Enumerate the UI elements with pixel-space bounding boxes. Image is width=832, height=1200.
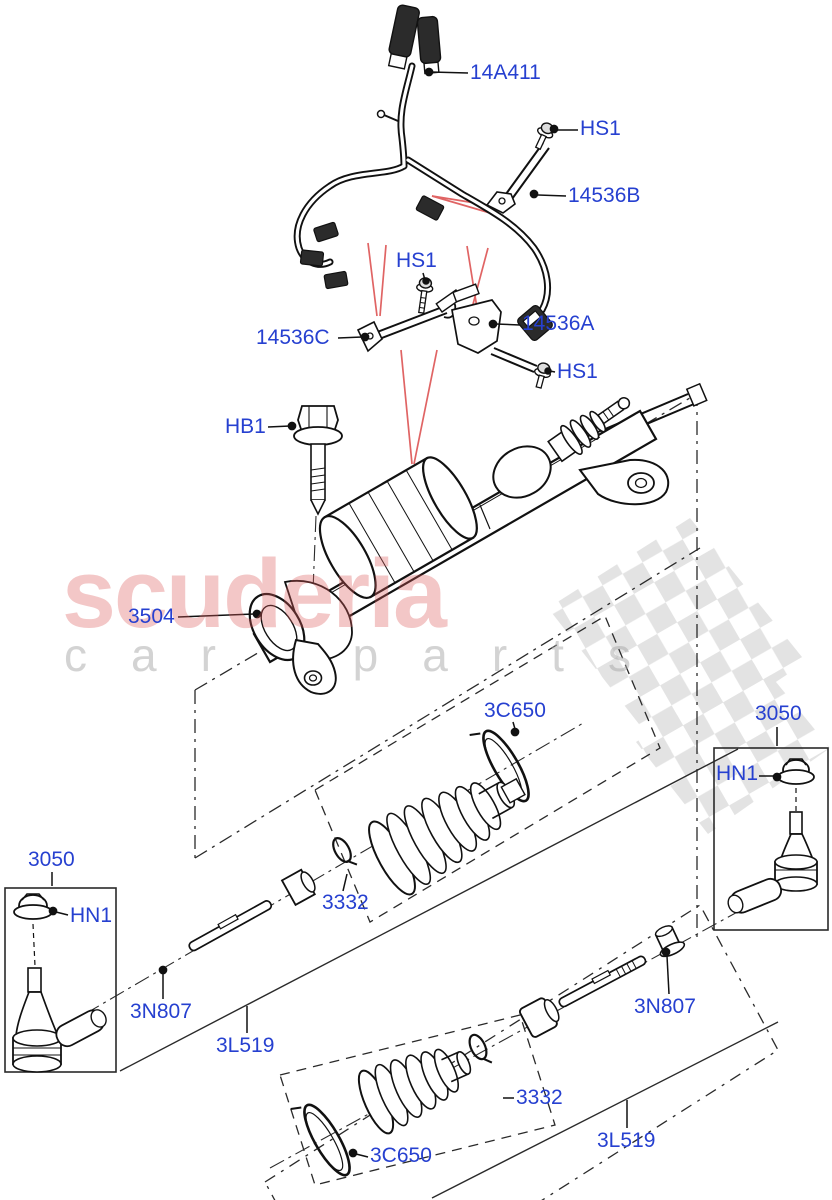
part-label-3n807-left[interactable]: 3N807 — [130, 1000, 192, 1023]
bracket-14536c-drawing — [356, 301, 457, 353]
part-label-3050-left[interactable]: 3050 — [28, 848, 75, 871]
steering-rack-drawing — [248, 382, 708, 695]
boot-group-bottom-drawing — [290, 925, 686, 1177]
leader-lines — [48, 67, 782, 1158]
part-label-3050-right[interactable]: 3050 — [755, 702, 802, 725]
part-label-14536a[interactable]: 14536A — [522, 312, 595, 335]
part-label-3332-mid[interactable]: 3332 — [322, 891, 369, 914]
bracket-14536a-drawing — [435, 283, 551, 389]
part-label-14a411[interactable]: 14A411 — [470, 61, 541, 84]
wiring-harness-drawing — [293, 4, 553, 342]
part-label-hs1-bot[interactable]: HS1 — [557, 360, 598, 383]
tie-rod-end-right-drawing — [727, 758, 818, 914]
tie-rod-end-left-drawing — [12, 893, 107, 1073]
part-label-3332-bot[interactable]: 3332 — [516, 1086, 563, 1109]
part-label-3504[interactable]: 3504 — [128, 605, 175, 628]
part-label-3c650-mid[interactable]: 3C650 — [484, 699, 546, 722]
part-label-hs1-mid[interactable]: HS1 — [396, 249, 437, 272]
bolt-hb1-drawing — [293, 405, 343, 516]
red-pointer-arrows — [367, 195, 501, 465]
part-label-hs1-top[interactable]: HS1 — [580, 117, 621, 140]
boot-group-middle-drawing — [188, 729, 530, 952]
checkered-flag-watermark — [548, 518, 830, 834]
part-label-3n807-right[interactable]: 3N807 — [634, 995, 696, 1018]
part-label-hn1-right[interactable]: HN1 — [716, 762, 759, 785]
part-label-hb1[interactable]: HB1 — [225, 415, 266, 438]
bracket-14536b-drawing — [485, 122, 554, 214]
part-label-3c650-bot[interactable]: 3C650 — [370, 1144, 432, 1167]
part-label-hn1-left[interactable]: HN1 — [70, 904, 113, 927]
part-label-14536b[interactable]: 14536B — [568, 184, 641, 207]
part-label-14536c[interactable]: 14536C — [256, 326, 330, 349]
part-label-3l519-left[interactable]: 3L519 — [216, 1034, 275, 1057]
part-label-3l519-bot[interactable]: 3L519 — [597, 1129, 656, 1152]
